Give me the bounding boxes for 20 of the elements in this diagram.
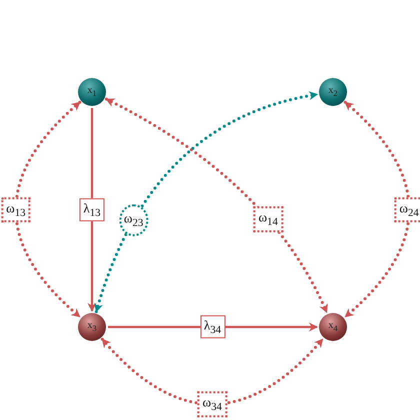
double-arrow [100, 338, 324, 406]
arrow [88, 108, 96, 312]
node-sphere [319, 78, 347, 106]
node-sphere [319, 313, 347, 341]
node-sphere [78, 313, 106, 341]
node-label: x$_{2}$ [328, 86, 338, 98]
node-label: x$_{4}$ [328, 320, 338, 334]
edge-label: ω$_{23}$ [118, 204, 148, 236]
edge-label: λ$_{34}$ [200, 315, 226, 339]
arrow [108, 322, 318, 332]
edge-label: ω$_{34}$ [198, 391, 227, 417]
node-label: x$_{3}$ [87, 320, 97, 334]
node-sphere [78, 78, 106, 106]
edge-label: ω$_{24}$ [394, 197, 420, 222]
double-arrow [14, 100, 82, 318]
edge-label: ω$_{14}$ [253, 206, 283, 232]
edge-label: λ$_{13}$ [79, 198, 105, 222]
edge-label: ω$_{13}$ [1, 197, 31, 222]
double-arrow [344, 100, 411, 318]
node-label: x$_{1}$ [87, 86, 97, 98]
